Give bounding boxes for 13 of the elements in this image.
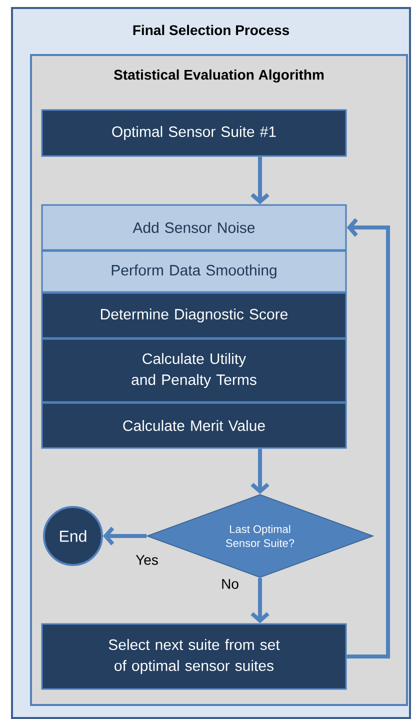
arrow [250, 578, 270, 624]
edge-label: No [220, 578, 240, 590]
process-box: Calculate Merit Value [41, 402, 347, 449]
arrow [250, 448, 270, 494]
process-box: Determine Diagnostic Score [41, 292, 347, 339]
arrow [103, 526, 146, 546]
arrow [346, 218, 390, 658]
process-box: Perform Data Smoothing [41, 250, 347, 293]
arrow [250, 156, 270, 204]
process-box: Add Sensor Noise [41, 204, 347, 251]
process-box: Select next suite from set of optimal sensor suites [41, 623, 347, 690]
process-box: Calculate Utility and Penalty Terms [41, 338, 347, 403]
process-box: Optimal Sensor Suite #1 [41, 109, 347, 157]
